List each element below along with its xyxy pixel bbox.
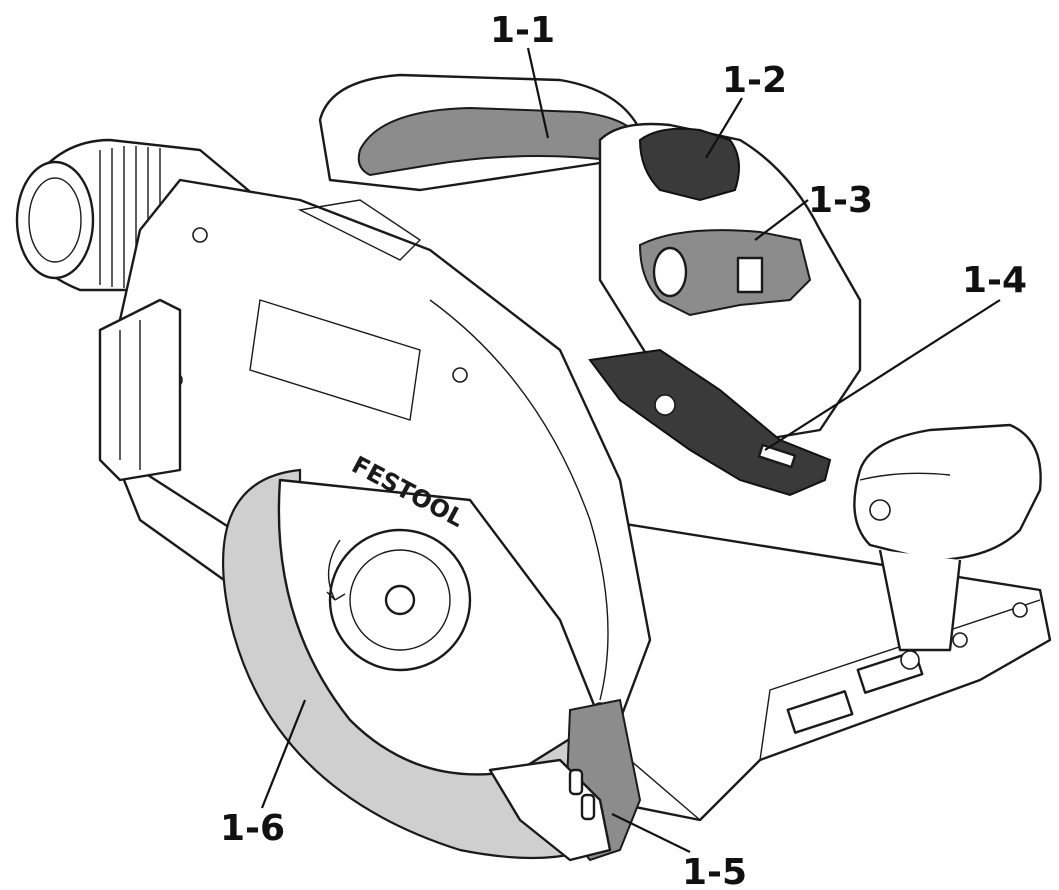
leader-1-6 [260,699,307,809]
saw-illustration: FESTOOL [15,73,1052,862]
callout-1-1: 1-1 [490,10,555,51]
leader-1-1 [526,47,550,139]
front-knob [853,423,1042,562]
callout-1-4: 1-4 [962,260,1027,301]
leader-1-5 [611,813,691,853]
lock-button [638,127,740,202]
leader-lines [260,47,1001,853]
leader-1-4 [764,299,1001,451]
leader-1-2 [705,97,743,159]
callout-labels: 1-1 1-2 1-3 1-4 1-5 1-6 [220,10,1027,890]
speed-grip-band [638,229,812,317]
callout-1-6: 1-6 [220,808,285,849]
leader-1-3 [754,199,809,241]
callout-1-5: 1-5 [682,852,747,890]
callout-1-3: 1-3 [808,180,873,221]
callout-1-2: 1-2 [722,60,787,101]
